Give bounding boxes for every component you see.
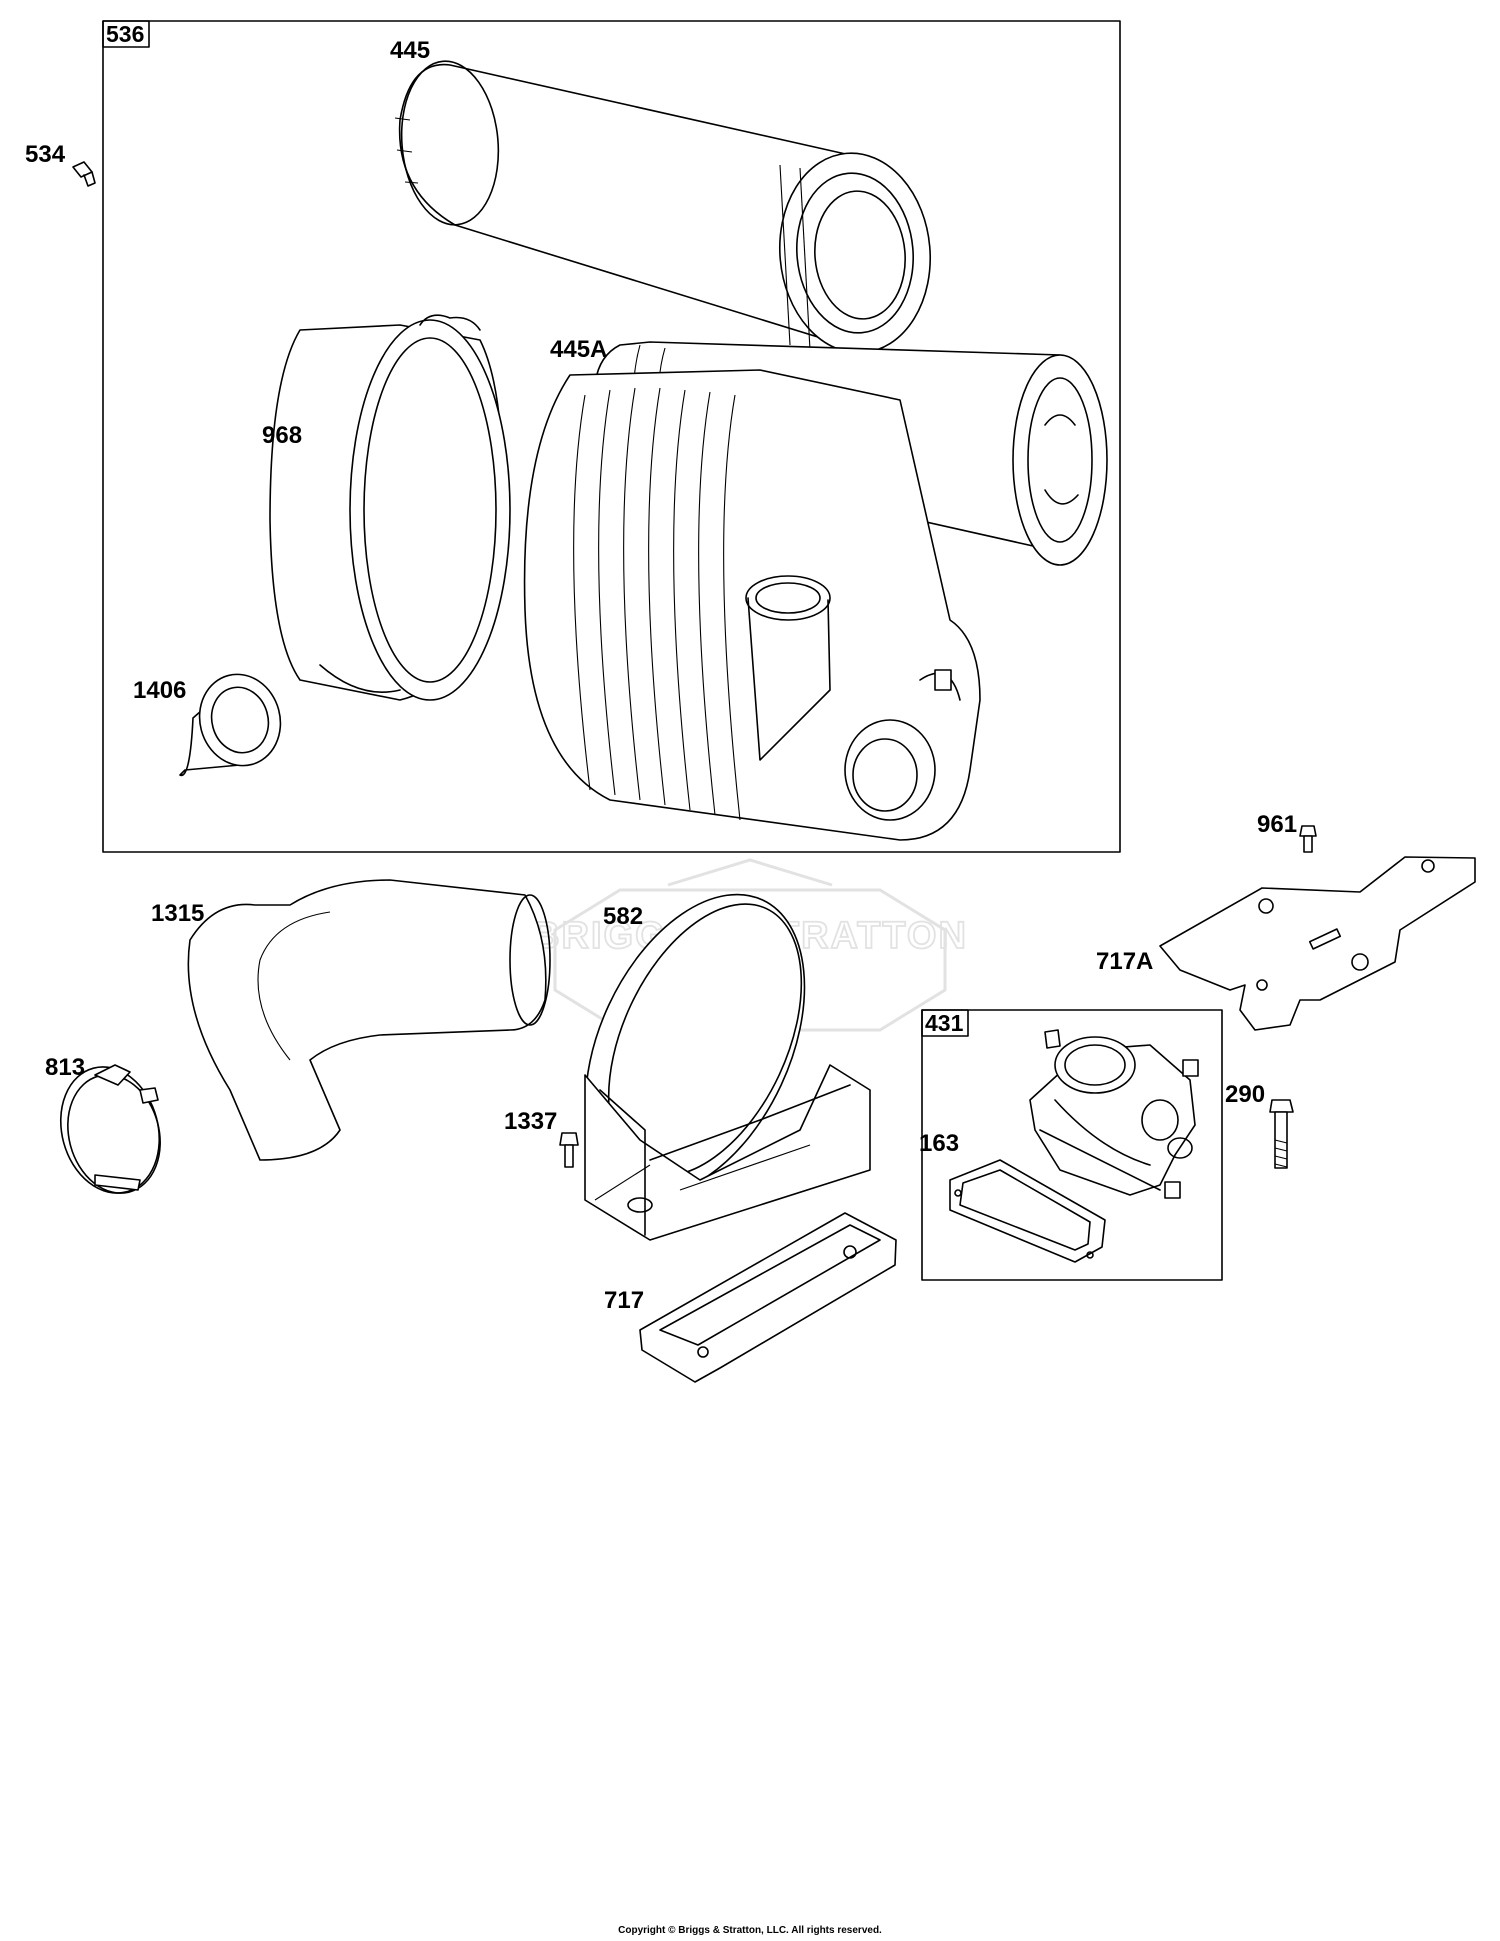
intake-hose-part bbox=[187, 879, 551, 1161]
gasket-163-part bbox=[949, 1159, 1106, 1263]
group-label-536: 536 bbox=[106, 21, 144, 47]
copyright-notice: Copyright © Briggs & Stratton, LLC. All … bbox=[618, 1925, 882, 1936]
callout-717a: 717A bbox=[1096, 948, 1153, 975]
group-label-431: 431 bbox=[925, 1010, 964, 1036]
callout-717: 717 bbox=[604, 1287, 644, 1314]
callout-163: 163 bbox=[919, 1130, 959, 1157]
mounting-bracket-582-part bbox=[584, 893, 871, 1241]
callout-534: 534 bbox=[25, 141, 66, 168]
group-box-536: 536 bbox=[102, 20, 1121, 853]
callout-813: 813 bbox=[45, 1054, 85, 1081]
callout-968: 968 bbox=[262, 422, 302, 449]
air-cleaner-body-part bbox=[523, 369, 981, 841]
group-box-431: 431 bbox=[921, 1009, 1223, 1281]
callout-582: 582 bbox=[603, 903, 643, 930]
callout-1315: 1315 bbox=[151, 900, 204, 927]
hose-clamp-part bbox=[59, 1064, 161, 1194]
air-cleaner-cover-part bbox=[269, 314, 511, 701]
air-cleaner-elbow-part bbox=[179, 673, 282, 777]
screw-961-part bbox=[1299, 825, 1317, 853]
bracket-717a-part bbox=[1159, 856, 1476, 1031]
callout-445a: 445A bbox=[550, 336, 607, 363]
outer-air-filter-part bbox=[394, 60, 932, 354]
callout-labels: 445 534 445A 968 1406 961 1315 582 717A … bbox=[25, 37, 1297, 1314]
screw-1337-part bbox=[559, 1132, 579, 1168]
screw-534-part bbox=[72, 161, 96, 187]
plate-717-part bbox=[639, 1212, 897, 1383]
throttle-body-part bbox=[1029, 1029, 1199, 1199]
bolt-290-part bbox=[1269, 1099, 1294, 1169]
callout-1337: 1337 bbox=[504, 1108, 557, 1135]
callout-445: 445 bbox=[390, 37, 430, 64]
callout-1406: 1406 bbox=[133, 677, 186, 704]
callout-961: 961 bbox=[1257, 811, 1297, 838]
callout-290: 290 bbox=[1225, 1081, 1265, 1108]
